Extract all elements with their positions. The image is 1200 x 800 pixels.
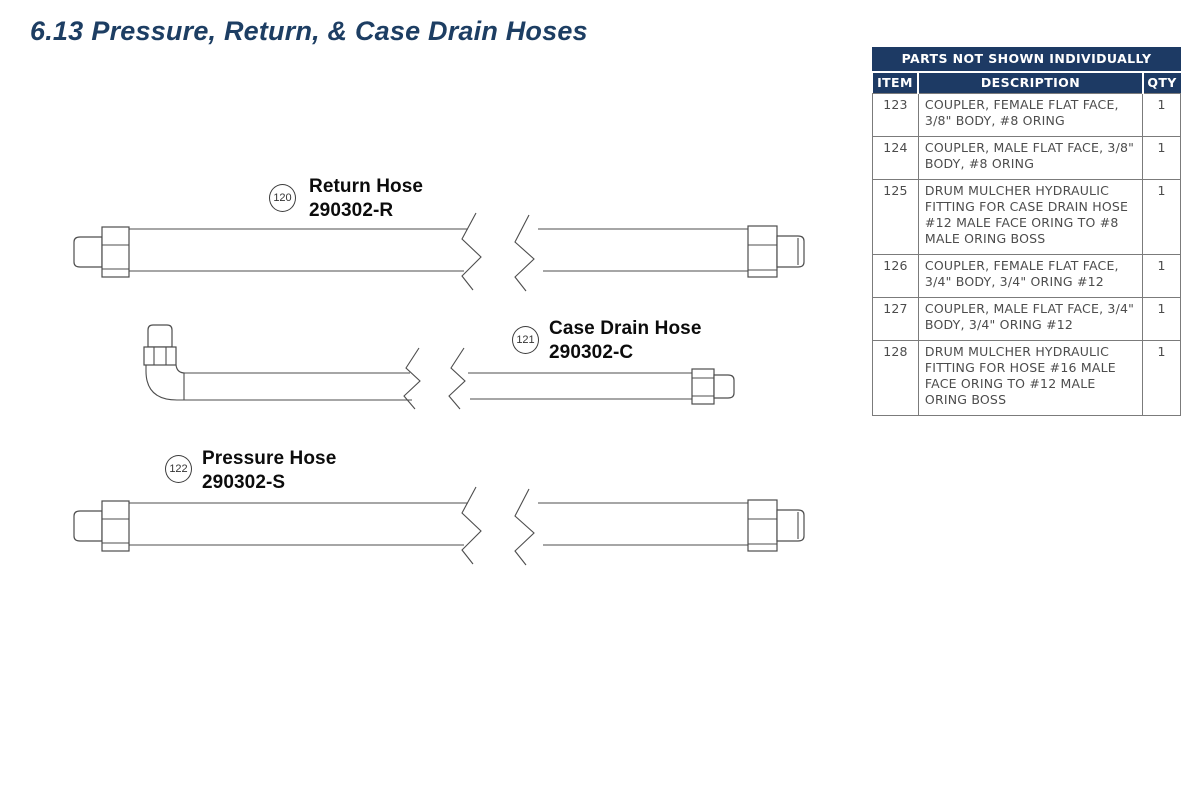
section-title: Pressure, Return, & Case Drain Hoses bbox=[91, 16, 588, 46]
item-qty: 1 bbox=[1142, 254, 1181, 298]
right-nut bbox=[747, 499, 778, 552]
elbow-nipple bbox=[147, 324, 173, 348]
right-nut bbox=[747, 225, 778, 278]
break-symbol bbox=[461, 212, 482, 291]
col-header-qty: QTY bbox=[1141, 73, 1181, 94]
hose-name: Pressure Hose bbox=[202, 448, 337, 469]
callout-circle-120: 120 bbox=[269, 184, 296, 212]
item-qty: 1 bbox=[1142, 93, 1181, 137]
parts-not-shown-table: PARTS NOT SHOWN INDIVIDUALLY ITEM DESCRI… bbox=[872, 47, 1181, 416]
break-symbol bbox=[514, 488, 535, 566]
section-number: 6.13 bbox=[30, 16, 84, 46]
item-number: 126 bbox=[872, 254, 919, 298]
table-header-row: ITEM DESCRIPTION QTY bbox=[872, 73, 1181, 94]
callout-label-120: Return Hose 290302-R bbox=[309, 175, 423, 223]
item-description: COUPLER, MALE FLAT FACE, 3/8" BODY, #8 O… bbox=[917, 136, 1144, 180]
break-symbol bbox=[514, 214, 535, 292]
item-qty: 1 bbox=[1142, 340, 1181, 416]
elbow-outer bbox=[145, 365, 412, 401]
item-number: 127 bbox=[872, 297, 919, 341]
right-nipple bbox=[776, 235, 805, 268]
item-number: 128 bbox=[872, 340, 919, 416]
item-number: 125 bbox=[872, 179, 919, 255]
part-number: 290302-R bbox=[309, 200, 394, 221]
item-description: COUPLER, FEMALE FLAT FACE, 3/4" BODY, 3/… bbox=[917, 254, 1144, 298]
table-row: 124 COUPLER, MALE FLAT FACE, 3/8" BODY, … bbox=[872, 136, 1181, 180]
callout-circle-122: 122 bbox=[165, 455, 192, 483]
case-drain-hose-drawing bbox=[143, 324, 735, 410]
item-qty: 1 bbox=[1142, 297, 1181, 341]
table-row: 127 COUPLER, MALE FLAT FACE, 3/4" BODY, … bbox=[872, 297, 1181, 341]
right-nipple bbox=[713, 374, 735, 399]
callout-label-121: Case Drain Hose 290302-C bbox=[549, 317, 702, 365]
return-hose-drawing bbox=[73, 212, 805, 292]
left-nipple bbox=[73, 236, 103, 268]
left-nipple bbox=[73, 510, 103, 542]
break-symbol bbox=[403, 347, 421, 410]
item-qty: 1 bbox=[1142, 136, 1181, 180]
item-qty: 1 bbox=[1142, 179, 1181, 255]
table-title: PARTS NOT SHOWN INDIVIDUALLY bbox=[872, 47, 1181, 71]
part-number: 290302-S bbox=[202, 472, 286, 493]
right-nut bbox=[691, 368, 715, 405]
break-symbol bbox=[448, 347, 466, 410]
elbow-nut bbox=[143, 346, 177, 366]
elbow-inner bbox=[175, 364, 410, 374]
col-header-item: ITEM bbox=[872, 73, 919, 94]
hose-name: Return Hose bbox=[309, 176, 424, 197]
callout-label-122: Pressure Hose 290302-S bbox=[202, 447, 336, 495]
break-symbol bbox=[461, 486, 482, 565]
item-description: DRUM MULCHER HYDRAULIC FITTING FOR CASE … bbox=[917, 179, 1144, 255]
item-description: COUPLER, MALE FLAT FACE, 3/4" BODY, 3/4"… bbox=[917, 297, 1144, 341]
table-row: 126 COUPLER, FEMALE FLAT FACE, 3/4" BODY… bbox=[872, 254, 1181, 298]
item-description: COUPLER, FEMALE FLAT FACE, 3/8" BODY, #8… bbox=[917, 93, 1144, 137]
hose-name: Case Drain Hose bbox=[549, 318, 702, 339]
col-header-description: DESCRIPTION bbox=[917, 73, 1143, 94]
callout-circle-121: 121 bbox=[512, 326, 539, 354]
item-description: DRUM MULCHER HYDRAULIC FITTING FOR HOSE … bbox=[917, 340, 1144, 416]
table-row: 123 COUPLER, FEMALE FLAT FACE, 3/8" BODY… bbox=[872, 93, 1181, 137]
pressure-hose-drawing bbox=[73, 486, 805, 566]
item-number: 124 bbox=[872, 136, 919, 180]
part-number: 290302-C bbox=[549, 342, 634, 363]
right-nipple bbox=[776, 509, 805, 542]
table-row: 128 DRUM MULCHER HYDRAULIC FITTING FOR H… bbox=[872, 340, 1181, 416]
table-row: 125 DRUM MULCHER HYDRAULIC FITTING FOR C… bbox=[872, 179, 1181, 255]
item-number: 123 bbox=[872, 93, 919, 137]
hose-diagram bbox=[73, 212, 805, 566]
